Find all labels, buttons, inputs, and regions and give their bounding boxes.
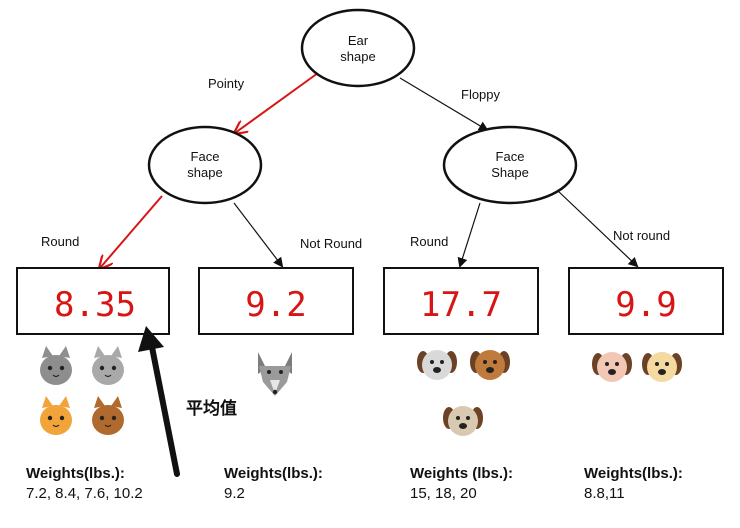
dog-icon — [592, 352, 632, 382]
average-arrow — [148, 339, 180, 477]
edge-label-round-right: Round — [410, 234, 448, 249]
leaf-2-weights-title: Weights(lbs.): — [224, 465, 323, 482]
leaf-1-animals — [39, 345, 125, 436]
leaf-4-value: 9.9 — [615, 285, 676, 325]
leaf-2-weights: 9.2 — [224, 485, 245, 502]
leaf-1: 8.35 — [16, 267, 170, 335]
right-node-line1: Face — [496, 149, 525, 164]
leaf-1-value: 8.35 — [54, 285, 136, 325]
dog-icon — [470, 350, 510, 380]
edge-left-to-leaf1 — [100, 195, 163, 268]
edge-left-to-leaf2 — [233, 202, 284, 268]
left-node-line2: shape — [187, 165, 222, 180]
average-label: 平均值 — [186, 398, 237, 419]
edge-label-not-round-right: Not round — [613, 228, 670, 243]
leaf-4-weights: 8.8,11 — [584, 485, 625, 502]
dog-icon — [443, 406, 483, 436]
edge-right-to-leaf3 — [457, 202, 481, 268]
average-arrow-head — [138, 326, 164, 352]
root-node: Ear shape — [300, 8, 416, 88]
dog-icon — [417, 350, 457, 380]
edge-label-round-left: Round — [41, 234, 79, 249]
leaf-1-weights-title: Weights(lbs.): — [26, 465, 125, 482]
cat-icon — [39, 395, 73, 436]
leaf-3-weights-title: Weights (lbs.): — [410, 465, 513, 482]
right-node-line2: Shape — [491, 165, 529, 180]
leaf-3-animals — [417, 350, 510, 436]
edge-root-to-right — [399, 77, 489, 132]
leaf-2-animals — [258, 352, 292, 396]
left-node-line1: Face — [191, 149, 220, 164]
edge-label-floppy: Floppy — [461, 87, 501, 102]
edge-right-to-leaf4 — [556, 189, 639, 268]
leaf-1-weights: 7.2, 8.4, 7.6, 10.2 — [26, 485, 143, 502]
leaf-4-animals — [592, 352, 682, 382]
edge-root-to-left — [235, 72, 319, 133]
root-node-line1: Ear — [348, 33, 369, 48]
cat-icon — [39, 345, 73, 386]
cat-icon — [91, 345, 125, 386]
cat-icon — [91, 395, 125, 436]
leaf-2-value: 9.2 — [245, 285, 306, 325]
leaf-3: 17.7 — [383, 267, 539, 335]
leaf-3-value: 17.7 — [420, 285, 502, 325]
leaf-4-weights-title: Weights(lbs.): — [584, 465, 683, 482]
leaf-4: 9.9 — [568, 267, 724, 335]
left-decision-node: Face shape — [147, 125, 263, 205]
wolf-icon — [258, 352, 292, 396]
leaf-2: 9.2 — [198, 267, 354, 335]
right-decision-node: Face Shape — [442, 125, 578, 205]
edge-label-pointy: Pointy — [208, 76, 245, 91]
leaf-3-weights: 15, 18, 20 — [410, 485, 477, 502]
root-node-line2: shape — [340, 49, 375, 64]
edge-label-not-round-left: Not Round — [300, 236, 362, 251]
dog-icon — [642, 352, 682, 382]
